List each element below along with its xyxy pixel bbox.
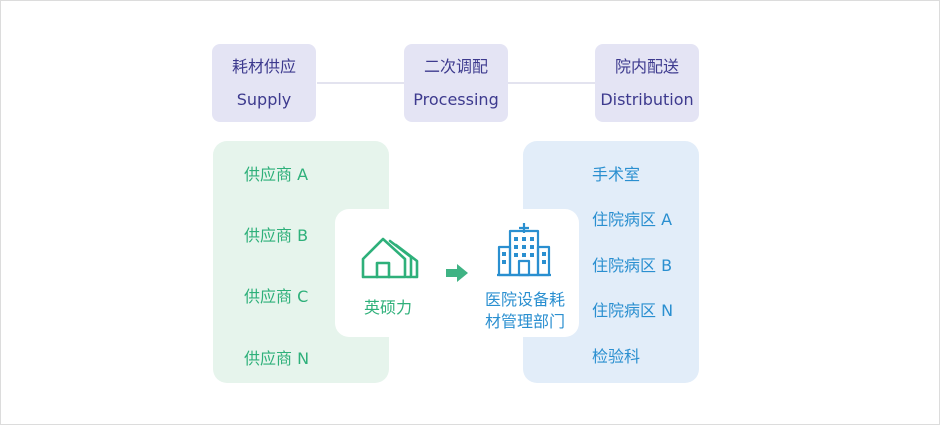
- hospital-label: 医院设备耗 材管理部门: [471, 289, 579, 333]
- supplier-item: 供应商 A: [244, 165, 309, 184]
- department-item: 住院病区 B: [592, 256, 673, 275]
- hospital-label-line1: 医院设备耗: [484, 290, 565, 309]
- stage-processing-en: Processing: [413, 89, 499, 109]
- company-name: 英硕力: [363, 298, 412, 317]
- stage-supply-en: Supply: [236, 89, 292, 109]
- department-item: 住院病区 N: [592, 301, 674, 320]
- hospital-label-line2: 材管理部门: [484, 312, 565, 331]
- company-card: 英硕力: [335, 209, 441, 337]
- stage-distribution: 院内配送 Distribution: [595, 44, 699, 122]
- house-stack-icon: [361, 231, 421, 281]
- stage-supply-zh: 耗材供应: [231, 56, 296, 76]
- stage-distribution-en: Distribution: [600, 89, 694, 109]
- stage-supply: 耗材供应 Supply: [212, 44, 316, 122]
- stage-processing: 二次调配 Processing: [404, 44, 508, 122]
- arrow-right-icon: [444, 263, 470, 283]
- supplier-item: 供应商 C: [244, 287, 309, 306]
- stage-connector-2: [508, 82, 596, 84]
- supplier-item: 供应商 B: [244, 226, 309, 245]
- stage-processing-zh: 二次调配: [423, 56, 488, 76]
- department-item: 手术室: [592, 165, 641, 184]
- stage-connector-1: [317, 82, 405, 84]
- department-item: 检验科: [592, 347, 641, 366]
- supplier-item: 供应商 N: [244, 349, 310, 368]
- department-item: 住院病区 A: [592, 210, 673, 229]
- hospital-building-icon: [497, 221, 551, 277]
- stage-distribution-zh: 院内配送: [614, 56, 679, 76]
- hospital-card: 医院设备耗 材管理部门: [471, 209, 579, 337]
